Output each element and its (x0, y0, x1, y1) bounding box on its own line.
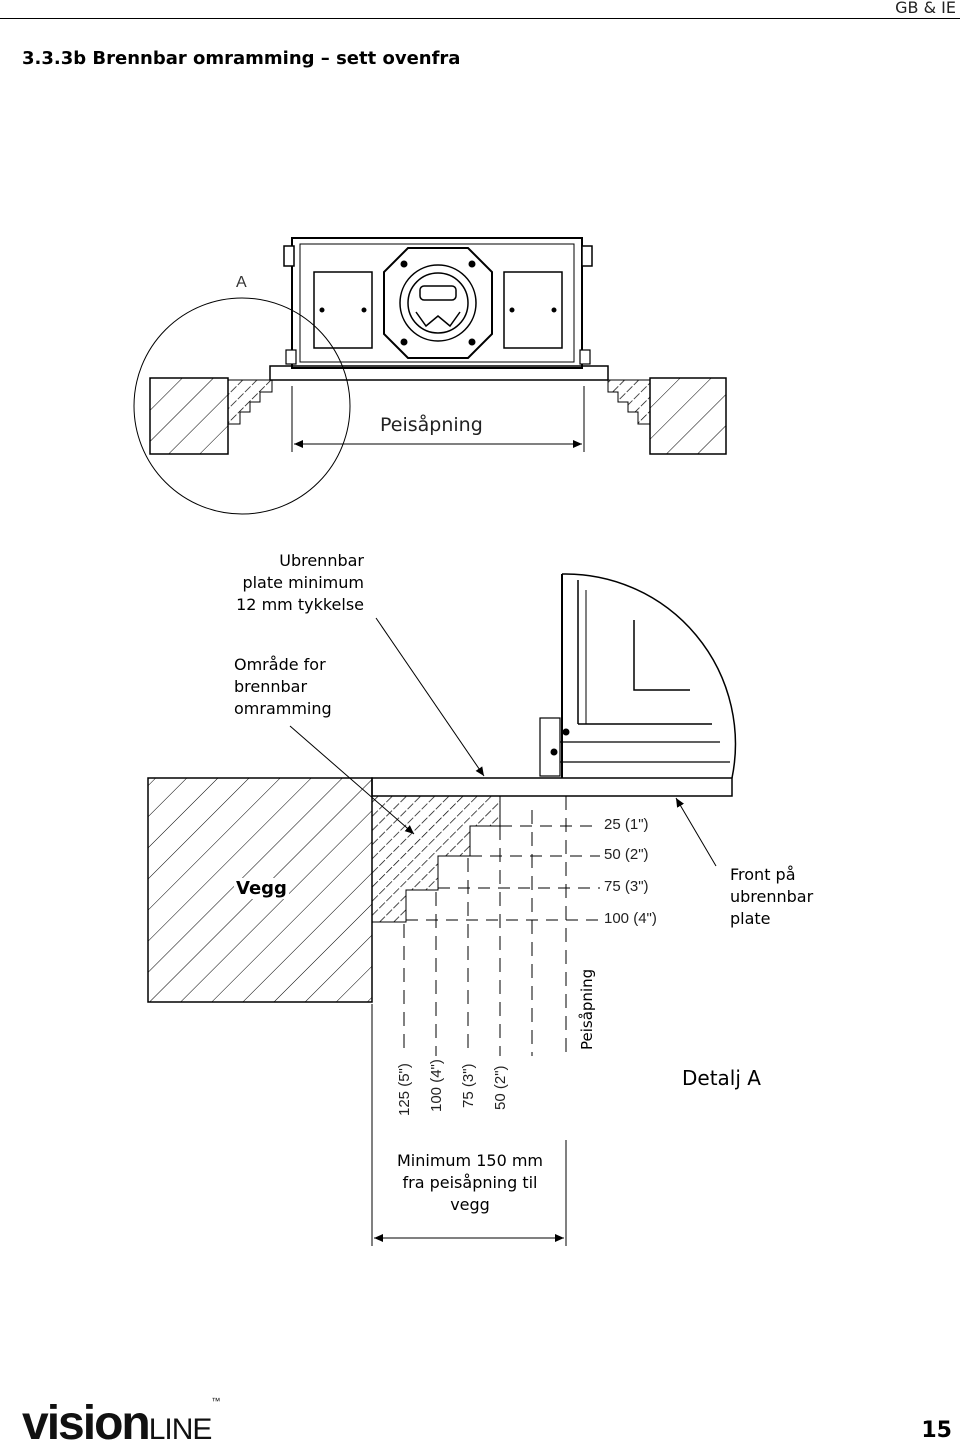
distance-dim-50: 50 (2") (492, 1065, 509, 1110)
detail-circle (133, 297, 351, 515)
noncombustible-label: Ubrennbar plate minimum 12 mm tykkelse (236, 551, 364, 614)
depth-dim-100: 100 (4") (604, 910, 657, 927)
side-panel-left (313, 271, 373, 349)
opening-label-vertical: Peisåpning (578, 968, 596, 1050)
combustible-zone-right (607, 379, 651, 425)
header-rule (0, 18, 960, 19)
combustible-zone-left (227, 379, 273, 425)
combustible-area-label: Område for brennbar omramming (234, 655, 332, 718)
logo-vision: vision (22, 1397, 151, 1450)
minimum-label: Minimum 150 mm fra peisåpning til vegg (396, 1151, 544, 1214)
side-panel-right (503, 271, 563, 349)
region-tag: GB & IE (895, 0, 956, 17)
fireplace-corner-arc (561, 573, 737, 779)
front-label: Front på ubrennbar plate (730, 865, 814, 928)
visionline-logo: visionLINE ™ (22, 1396, 220, 1451)
detail-marker: A (236, 274, 247, 291)
flue-collar (383, 247, 493, 359)
logo-tm: ™ (211, 1396, 221, 1406)
depth-dim-75: 75 (3") (604, 878, 649, 895)
noncombustible-plate (371, 777, 733, 797)
distance-dim-100: 100 (4") (428, 1059, 445, 1112)
wall-left (149, 377, 229, 455)
wall-right (649, 377, 727, 455)
detail-title: Detalj A (682, 1066, 761, 1090)
combustible-zone (371, 795, 501, 923)
page-number: 15 (921, 1418, 952, 1443)
depth-dim-50: 50 (2") (604, 846, 649, 863)
depth-dim-25: 25 (1") (604, 816, 649, 833)
distance-dim-125: 125 (5") (396, 1063, 413, 1116)
opening-label: Peisåpning (380, 414, 483, 436)
section-title: 3.3.3b Brennbar omramming – sett ovenfra (22, 48, 461, 69)
top-view (133, 237, 727, 515)
logo-line: LINE (148, 1413, 213, 1446)
wall-label: Vegg (234, 878, 289, 899)
distance-dim-75: 75 (3") (460, 1063, 477, 1108)
fireplace-housing (291, 237, 583, 369)
